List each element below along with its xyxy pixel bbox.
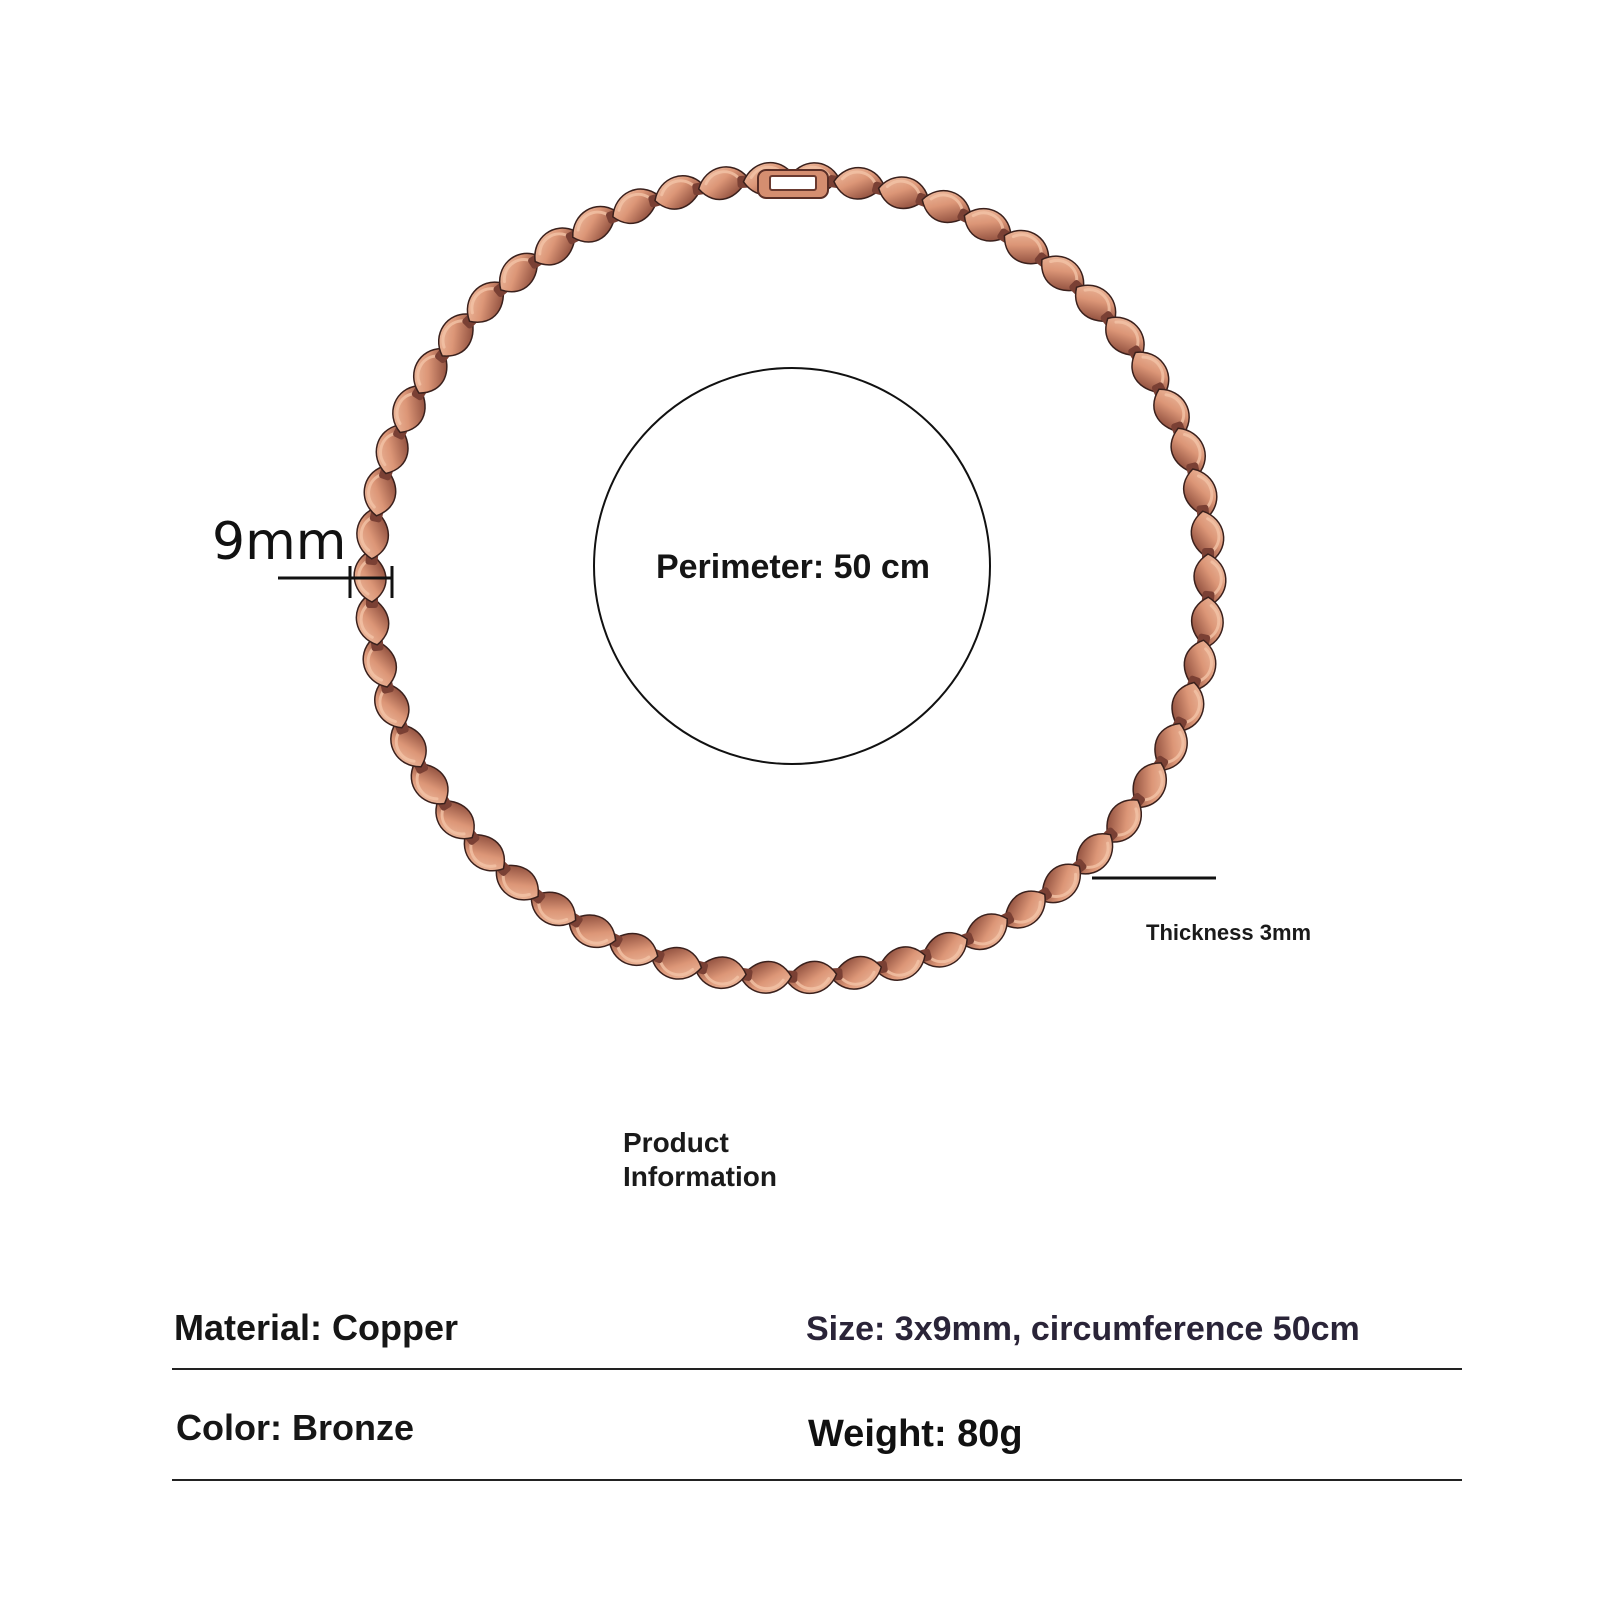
spec-divider-2 [172,1479,1462,1481]
chain-link [1170,421,1206,475]
clasp-icon [757,169,829,199]
section-title: Product Information [623,1126,798,1194]
chain-link [1004,887,1052,929]
chain-link [827,166,885,200]
chain-link [831,955,888,990]
thickness-label: Thickness 3mm [1146,920,1312,945]
spec-weight: Weight: 80g [808,1413,1023,1455]
chain-link [997,228,1050,265]
width-label: 9mm [212,512,347,572]
section-title-text: Product Information [623,1127,777,1192]
chain-links [353,161,1227,995]
chain-link [410,762,452,811]
spec-material: Material: Copper [174,1307,459,1348]
chain-link [695,956,753,990]
perimeter-label: Perimeter: 50 cm [655,548,931,586]
chain-link [374,681,410,735]
spec-color: Color: Bronze [176,1407,414,1448]
chain-link [876,946,932,981]
width-dimension-marker [278,566,394,598]
chain-link [362,638,398,694]
chain-link [605,188,660,225]
chain-link [740,960,798,994]
perimeter-circle [593,367,991,765]
chain-link [692,166,749,201]
chain-link [463,834,511,876]
chain-link [1182,462,1218,518]
chain-link [495,864,546,904]
spec-size: Size: 3x9mm, circumference 50cm [806,1310,1360,1348]
spec-divider-1 [172,1368,1462,1370]
chain-link [530,891,583,928]
chain-link [528,227,576,269]
chain-link [1076,827,1118,875]
